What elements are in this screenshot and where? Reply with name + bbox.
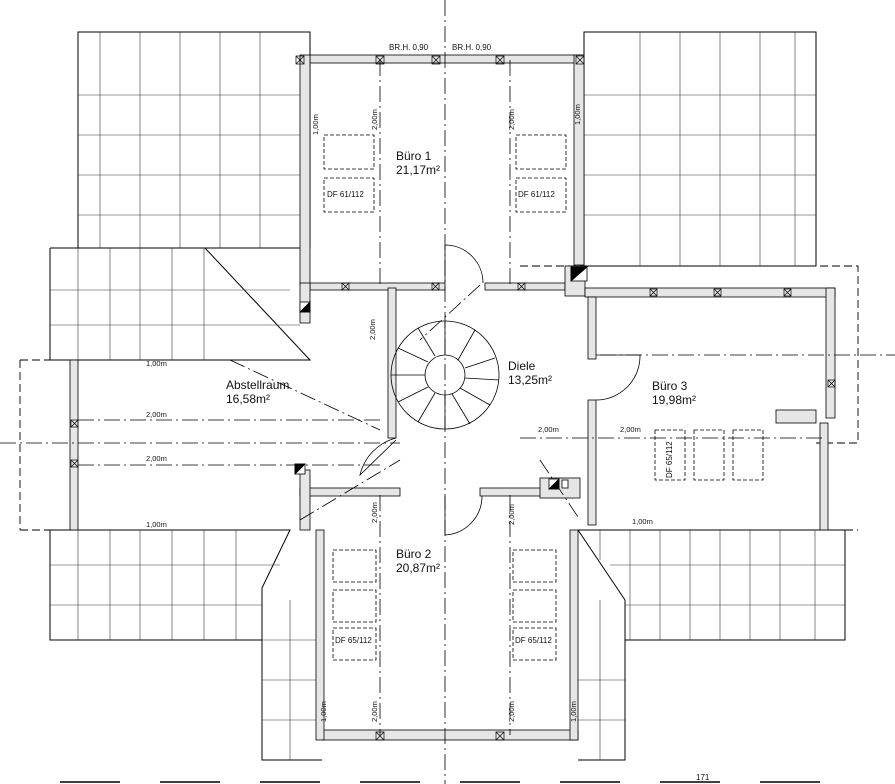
room-abstellraum-name: Abstellraum [226,378,289,392]
skylight-labels: DF 61/112 DF 61/112 DF 65/112 DF 65/112 … [327,190,674,645]
room-abstellraum-area: 16,58m² [226,392,270,406]
dim-label: 1,00m [146,520,167,529]
skylight-label-b2-left: DF 65/112 [335,636,372,645]
dim-label: 1,00m [146,359,167,368]
dim-label: 2,00m [538,425,559,434]
skylight-label-b2-right: DF 65/112 [515,636,552,645]
window-marks [70,55,836,741]
doors [359,244,641,536]
dim-label: 2,00m [507,504,516,525]
skylight-label-b1-left: DF 61/112 [327,190,364,199]
room-buero1-name: Büro 1 [396,149,432,163]
dim-label: 1,00m [569,701,578,722]
dimension-labels: 1,00m 1,00m 1,00m 2,00m 2,00m 2,00m 2,00… [146,104,653,722]
dim-label: 2,00m [146,410,167,419]
dim-label: 2,00m [507,701,516,722]
room-diele-area: 13,25m² [508,373,552,387]
room-diele-name: Diele [508,359,536,373]
skylight-label-b3: DF 65/112 [665,441,674,478]
dim-label: 2,00m [368,319,377,340]
room-buero2-area: 20,87m² [396,561,440,575]
room-buero3-name: Büro 3 [652,379,688,393]
roof-hatching [50,32,845,760]
bottom-fragment: 171 [60,773,840,783]
roof-outline [49,31,846,761]
dim-label: 2,00m [507,109,516,130]
dim-label: 2,00m [370,701,379,722]
dim-label: 2,00m [146,454,167,463]
spiral-staircase [390,320,500,430]
skylight-label-b1-right: DF 61/112 [518,190,555,199]
skylight-boxes [323,134,764,661]
room-buero3-area: 19,98m² [652,393,696,407]
window-label-left: BR.H. 0,90 [389,43,429,52]
room-labels: Büro 1 21,17m² Diele 13,25m² Büro 3 19,9… [226,149,696,575]
shaft-markers [294,266,589,490]
dim-label: 1,00m [573,104,582,125]
eaves-dashed [19,265,859,531]
window-labels: BR.H. 0,90 BR.H. 0,90 [389,43,492,52]
room-buero1-area: 21,17m² [396,163,440,177]
room-buero2-name: Büro 2 [396,547,432,561]
window-label-right: BR.H. 0,90 [452,43,492,52]
dim-label: 2,00m [370,502,379,523]
dim-label: 2,00m [620,425,641,434]
dim-label: 1,00m [319,701,328,722]
dim-label: 2,00m [370,109,379,130]
dim-label: 1,00m [311,114,320,135]
bottom-fragment-label: 171 [696,773,710,782]
dim-label: 1,00m [632,517,653,526]
